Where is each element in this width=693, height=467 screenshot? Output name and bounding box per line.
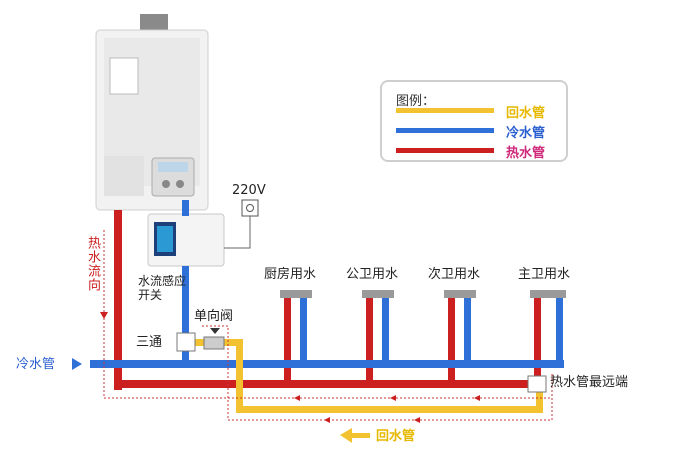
arrow-left-icon — [340, 428, 370, 443]
legend-label-cold: 冷水管 — [506, 126, 546, 141]
legend-swatch-return — [396, 108, 494, 113]
flow-arrows — [100, 312, 480, 423]
legend-title: 图例： — [396, 94, 436, 109]
legend-label-hot: 热水管 — [506, 146, 546, 161]
legend-item-hot: 热水管 — [396, 142, 566, 161]
circulation-pump-icon — [147, 213, 225, 267]
legend-swatch-cold — [396, 128, 494, 133]
farthest-end-fitting — [527, 375, 547, 393]
check-valve — [203, 328, 225, 350]
fixture-valves — [280, 290, 566, 298]
return-pipe-label: 回水管 — [376, 429, 416, 444]
cold-inlet-label: 冷水管 — [16, 357, 56, 372]
return-water-pipes — [186, 339, 543, 413]
flow-direction-guides — [103, 230, 553, 421]
fixture-label-public-bath: 公卫用水 — [346, 267, 399, 282]
water-heater-icon — [95, 14, 209, 211]
legend-label-return: 回水管 — [506, 106, 546, 121]
legend-item-return: 回水管 — [396, 102, 566, 121]
fixture-label-kitchen: 厨房用水 — [264, 267, 317, 282]
farthest-end-label: 热水管最远端 — [550, 375, 629, 390]
arrow-right-icon — [72, 358, 82, 370]
tee-label: 三通 — [136, 335, 163, 350]
tee-fitting — [176, 332, 196, 352]
flow-switch-label: 水流感应开关 — [138, 274, 187, 302]
cold-water-pipes — [90, 200, 564, 368]
legend-item-cold: 冷水管 — [396, 122, 566, 141]
hot-flow-label: 热水流向 — [85, 236, 100, 292]
fixture-label-master-bath: 主卫用水 — [518, 267, 571, 282]
hot-water-pipes — [114, 210, 541, 390]
voltage-label: 220V — [232, 183, 266, 198]
power-outlet-icon — [224, 199, 259, 249]
check-valve-label: 单向阀 — [194, 309, 234, 324]
legend-box: 图例： 回水管 冷水管 热水管 — [380, 80, 568, 162]
legend-swatch-hot — [396, 148, 494, 153]
fixture-label-second-bath: 次卫用水 — [428, 267, 481, 282]
